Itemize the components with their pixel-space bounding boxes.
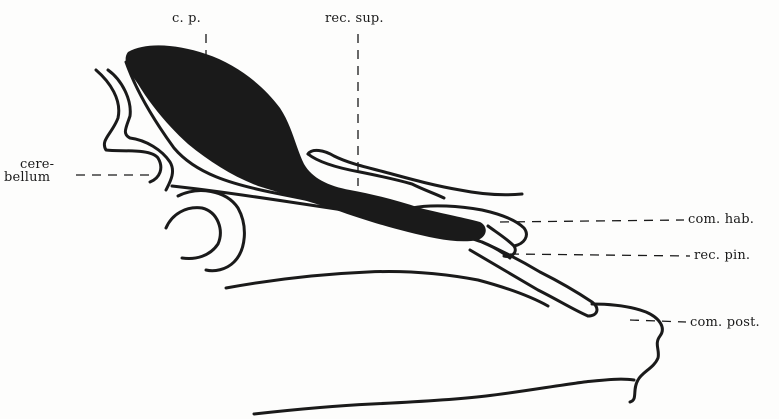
leader-com-hab xyxy=(500,220,684,222)
pineal-recess-upper xyxy=(482,242,597,316)
label-cp: c. p. xyxy=(172,12,201,25)
label-rec-pin: rec. pin. xyxy=(694,249,750,262)
ventricle-lower-boundary xyxy=(226,271,548,306)
label-com-post: com. post. xyxy=(690,316,760,329)
left-loop-1 xyxy=(166,208,220,259)
leader-rec-pin xyxy=(510,254,690,256)
label-cerebellum-line2: bellum xyxy=(4,171,50,184)
floor-outline xyxy=(254,379,634,414)
label-rec-sup: rec. sup. xyxy=(325,12,384,25)
label-com-hab: com. hab. xyxy=(688,213,754,226)
posterior-commissure-outline xyxy=(592,304,662,402)
